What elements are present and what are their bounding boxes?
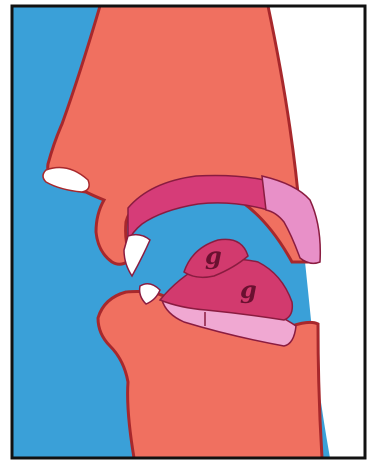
upper-letter-label: g <box>205 241 222 270</box>
lower-letter-label: g <box>240 275 257 304</box>
